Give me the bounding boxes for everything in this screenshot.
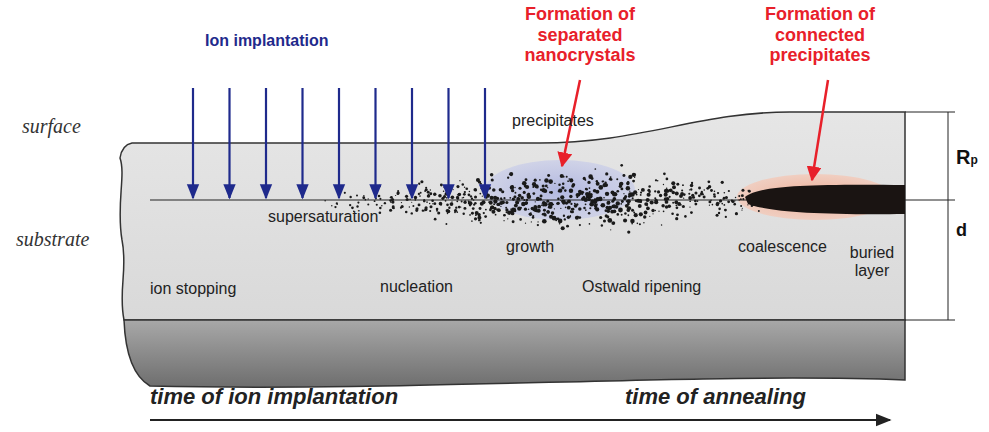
dimension-lines — [905, 112, 955, 320]
time-axis — [150, 419, 890, 421]
precipitate-dots — [324, 164, 759, 234]
ion-arrow — [228, 88, 230, 198]
axis-label: time of ion implantation — [150, 384, 490, 409]
callout-label: Formation of separated nanocrystals — [490, 4, 670, 66]
ion-arrow — [338, 88, 340, 198]
process-label: growth — [506, 238, 586, 256]
process-label: ion stopping — [150, 280, 280, 298]
title-label: Ion implantation — [205, 32, 405, 50]
callout-arrow — [812, 80, 828, 180]
dimension-label: d — [956, 220, 981, 241]
nanocrystal-region — [485, 160, 635, 220]
buried-layer-label: buried layer — [840, 244, 904, 281]
axis-label: time of annealing — [625, 384, 875, 409]
ion-arrows — [193, 88, 485, 198]
process-label: nucleation — [380, 278, 490, 296]
dimension-label: Rp — [956, 146, 986, 169]
process-label: Ostwald ripening — [582, 278, 742, 296]
ion-arrow — [374, 88, 376, 198]
substrate-slab — [120, 112, 905, 320]
process-label: supersaturation — [268, 208, 408, 226]
ion-arrow — [447, 88, 449, 198]
ion-arrow — [301, 88, 303, 198]
process-label: coalescence — [738, 238, 848, 256]
substrate-base — [124, 320, 905, 387]
substrate-label: substrate — [16, 228, 121, 251]
surface-label: surface — [22, 115, 122, 138]
ion-arrow — [411, 88, 413, 198]
ion-arrow — [484, 88, 486, 198]
ion-arrow — [192, 88, 194, 198]
buried-layer-bar — [745, 185, 905, 214]
ion-arrow — [265, 88, 267, 198]
precipitates-label: precipitates — [512, 112, 622, 130]
callout-label: Formation of connected precipitates — [740, 4, 900, 66]
